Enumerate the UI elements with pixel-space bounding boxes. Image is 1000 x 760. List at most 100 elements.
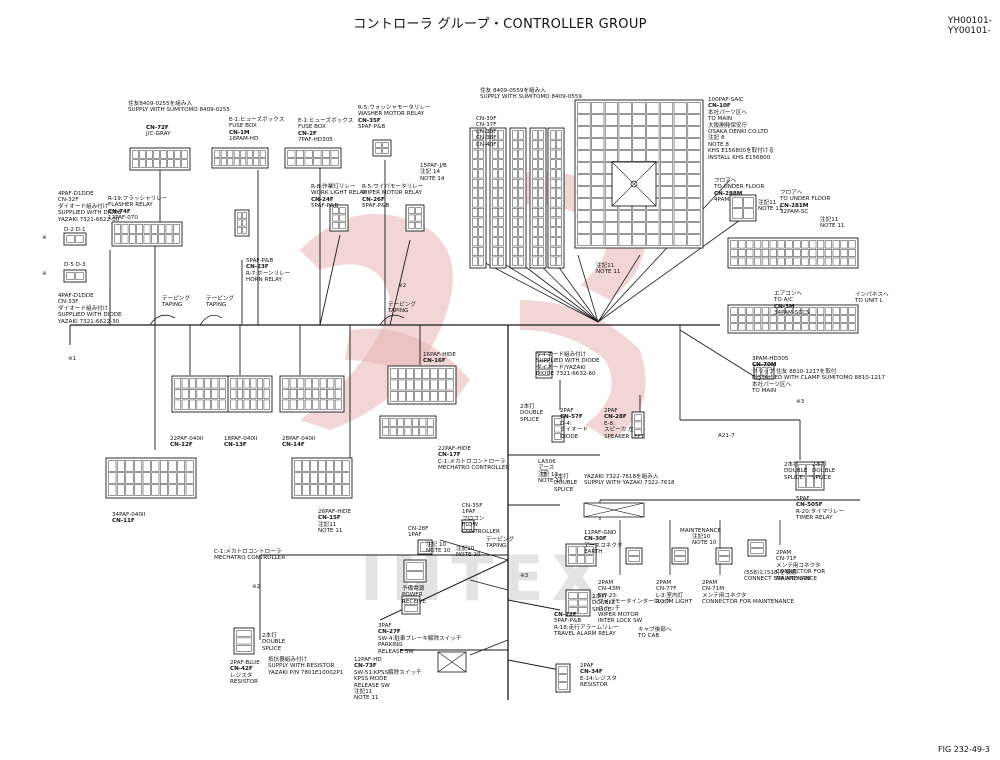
- label-line: CN-28F: [604, 414, 627, 421]
- label-line: E-1:ヒューズボックス: [298, 118, 354, 124]
- connector-pin: [327, 389, 335, 399]
- label-line: CN-16F: [423, 358, 446, 365]
- label-note-x-b: ※: [42, 271, 47, 277]
- connector-pin: [753, 240, 762, 249]
- label-line: MECHATRO CONTROLLER: [438, 465, 510, 472]
- label-line: YAZAKI 7322-7618を組み入: [584, 474, 659, 480]
- label-line: スイッチ: [598, 605, 621, 612]
- label-line: 4PAF-D1DDE: [58, 293, 94, 299]
- label-line: インパネスへ: [855, 292, 889, 298]
- label-line: 2PAM: [656, 580, 672, 586]
- connector-pin: [591, 138, 605, 150]
- connector-pin: [687, 198, 701, 210]
- connector-pin: [532, 198, 538, 208]
- label-line: NOTE 11: [354, 695, 379, 702]
- connector-pin: [139, 150, 146, 159]
- connector-pin: [809, 249, 817, 257]
- connector-cn-74f: [111, 221, 183, 247]
- connector-pin: [793, 315, 801, 323]
- connector-cn-42f: [233, 627, 255, 655]
- connector-pin: [181, 399, 189, 410]
- label-line: 住友8409-0255を組み入: [128, 101, 193, 107]
- connector-pin: [798, 464, 806, 476]
- connector-pin: [660, 198, 674, 210]
- label-note-x3a: ※3: [796, 399, 804, 405]
- label-line: DOUBLE: [784, 468, 808, 475]
- connector-pin: [492, 188, 498, 198]
- connector-cn-30f: [565, 543, 597, 567]
- connector-pin: [687, 126, 701, 138]
- connector-pin: [136, 224, 143, 234]
- connector-pin: [430, 379, 438, 391]
- connector-pin: [673, 138, 687, 150]
- connector-pin: [568, 546, 577, 555]
- connector-pin: [121, 234, 129, 244]
- connector-pin: [832, 257, 840, 266]
- label-line: CONTROLLER: [462, 528, 500, 535]
- connector-cn-12f: [171, 375, 229, 413]
- connector-pin: [390, 368, 398, 379]
- connector-pin: [282, 378, 290, 389]
- label-a21: A21-7: [718, 433, 735, 439]
- connector-pin: [153, 159, 160, 168]
- connector-pin: [263, 399, 270, 410]
- connector-pin: [785, 307, 793, 315]
- connector-pin: [404, 598, 418, 605]
- label-maint-lbl: MAINTENANCE: [680, 528, 721, 534]
- label-line: SUPPLY WITH SUMITOMO 8409-0255: [128, 107, 230, 114]
- connector-pin: [165, 234, 173, 244]
- connector-pin: [327, 378, 335, 389]
- connector-pin: [297, 399, 305, 410]
- label-line: CN-43M: [598, 586, 621, 593]
- connector-pin: [538, 354, 550, 361]
- connector-pin: [632, 114, 646, 126]
- connector-pin: [840, 315, 848, 323]
- connector-pin: [218, 378, 226, 389]
- label-line: CONNECT 558 AND 518: [744, 576, 811, 583]
- connector-pin: [840, 249, 848, 257]
- connector-pin: [532, 178, 538, 188]
- connector-pin: [174, 399, 182, 410]
- connector-pin: [538, 159, 544, 169]
- label-line: CN-70M: [752, 362, 777, 369]
- label-line: POWER: [402, 592, 423, 599]
- label-line: スピーカ 左: [604, 427, 634, 434]
- connector-cn-27f: [401, 595, 421, 615]
- connector-pin: [243, 399, 250, 410]
- connector-pin: [577, 198, 591, 210]
- label-line: SPLICE: [554, 486, 574, 493]
- connector-pin: [492, 256, 498, 266]
- connector-pin: [532, 140, 538, 150]
- label-line: 注記 14: [420, 169, 441, 176]
- relay-cn-24f: [329, 204, 349, 232]
- connector-pin: [498, 198, 504, 208]
- connector-pin: [577, 162, 591, 174]
- connector-pin: [289, 378, 297, 389]
- connector-pin: [512, 198, 518, 208]
- connector-pin: [114, 224, 121, 234]
- label-line: FUSE BOX: [229, 123, 257, 130]
- connector-pin: [532, 149, 538, 159]
- connector-pin: [181, 389, 189, 399]
- label-line: TAPING: [206, 302, 227, 309]
- label-line: NOTE 11: [596, 269, 621, 276]
- connector-pin: [618, 222, 632, 234]
- connector-pin: [816, 257, 825, 266]
- connector-pin: [550, 140, 556, 150]
- connector-pin: [730, 257, 738, 266]
- connector-pin: [550, 208, 556, 218]
- connector-cn-28f-power: [417, 539, 433, 555]
- connector-pin: [532, 169, 538, 179]
- label-line: C-1:メカトロコントローラ: [438, 458, 506, 465]
- label-line: TRAVEL ALARM RELAY: [554, 631, 616, 638]
- connector-pin: [769, 257, 777, 266]
